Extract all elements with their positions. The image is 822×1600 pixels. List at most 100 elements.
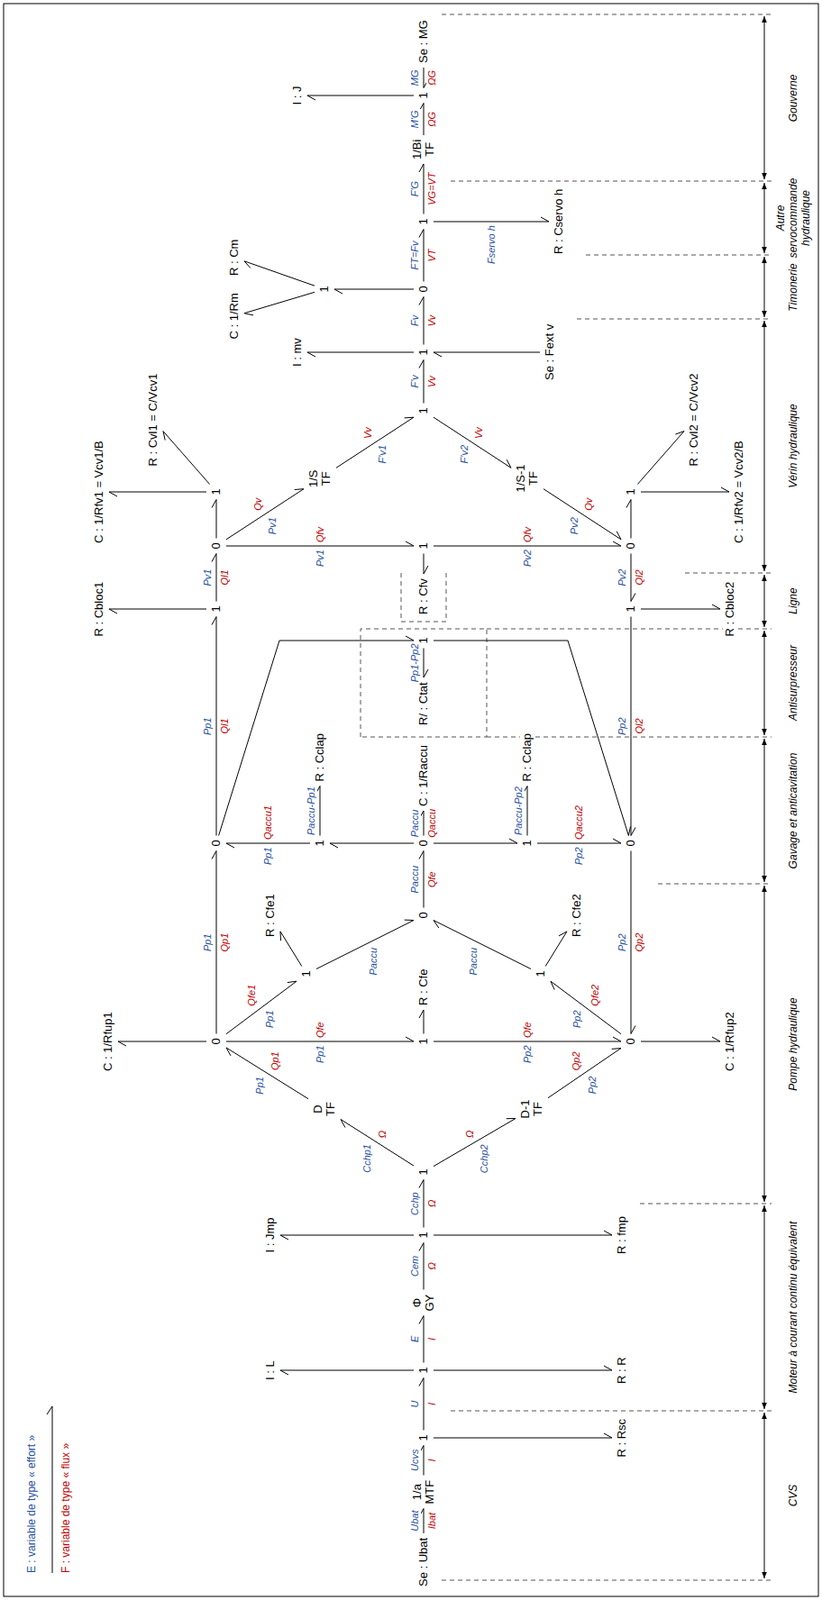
flow-label: Ql1 [219,717,231,735]
flow-label: Vv [426,314,439,329]
bond-line [433,1041,622,1043]
element-text: 1 [624,605,638,612]
bond-line [340,1120,414,1168]
effort-label: Cem [409,1255,421,1279]
effort-label: Cchp2 [478,1143,491,1175]
element-text: 1 [417,218,430,225]
element-text: 1 [313,840,327,847]
half-arrow [244,261,251,269]
half-arrow [721,487,730,493]
half-arrow [334,289,343,294]
bond-line [319,786,321,837]
half-arrow [612,1037,622,1042]
bond-element: 1 [416,216,431,227]
bond-line [280,931,302,968]
effort-label: Pp1 [264,1009,276,1030]
bond [334,289,414,294]
bond [340,1120,414,1168]
bond-element: 1 [416,540,431,551]
bond [433,839,518,844]
element-text: R : Cfe [417,969,430,1006]
bond [423,648,429,679]
half-arrow [612,541,622,547]
element-text: 1 [417,1367,430,1374]
half-arrow [506,1118,516,1120]
effort-label: Ucvs [409,1449,421,1473]
half-arrow [419,164,424,173]
frame [3,3,819,1598]
effort-label: Pp1 [201,932,214,953]
element-text: 1 [417,542,430,549]
half-arrow [211,851,217,860]
element-text: I : L [264,1360,277,1381]
effort-label: Paccu [367,947,380,978]
element-text: MTF [423,1480,437,1506]
bond-line [423,1379,425,1432]
bond-element: R/ : Ctat [416,680,431,728]
half-arrow [404,920,414,922]
bond-line [423,164,425,215]
half-arrow [433,352,442,357]
flow-label: Qfe2 [589,984,602,1008]
bond-line [423,1010,425,1035]
flow-label: Ql2 [633,717,646,735]
element-text: 1 [417,1169,430,1176]
bond [550,981,622,1035]
bond-line [226,843,311,845]
effort-label: Fservo h [485,224,498,265]
bond-element: R : Cvl1 = C/Vcv1 [146,372,161,469]
element-text: R : fmp [615,1216,629,1255]
flow-label: Vv [426,374,439,389]
bond-element: 1 [623,486,639,497]
bond-element: C : 1/Rfup1 [100,1010,116,1074]
bond-element: R : fmp [614,1214,630,1257]
section-separators [360,14,772,1581]
flow-label: Qp1 [269,1050,282,1072]
bond-element: R : R [614,1355,630,1387]
bond-element: 1 [416,1230,431,1241]
bond-element: 1 [312,838,328,849]
bond-element: 1/S-1TF [513,462,541,494]
element-text: R : Cbloc2 [723,582,737,638]
bond-element: 0 [416,910,431,921]
element-text: 0 [624,1038,638,1045]
bond [423,554,429,576]
half-arrow [419,229,424,238]
half-arrow [712,604,721,610]
bond-line [244,261,315,286]
bond-element: 1 [317,283,332,294]
element-text: R : Rsc [615,1419,629,1459]
element-text: 1 [534,970,548,978]
bond-line [630,554,632,603]
element-text: 1 [624,488,638,495]
effort-label: Ubat [409,1510,421,1534]
bond [244,292,315,316]
element-text: R : Cvl2 = C/Vcv2 [687,374,701,467]
half-arrow [628,826,631,836]
bond-element: 1 [416,1433,431,1444]
half-arrow [616,531,622,540]
flow-label: Qv [583,497,595,512]
bond-element: 0 [623,540,639,551]
section-label: Moteur à courant continu équivalent [786,1217,800,1398]
flow-label: Qfe [521,1021,534,1040]
bond [316,920,414,969]
half-arrow [307,95,316,101]
element-text: R : Cfe1 [264,894,277,938]
bond-element: 1 [209,603,224,614]
bond-element: DTF [310,1100,338,1119]
bond-line [423,67,425,89]
bond-line [423,360,425,404]
half-arrow [405,1037,414,1042]
half-arrow [675,431,685,436]
element-text: 1 [417,91,430,99]
effort-label: M'G [409,109,421,129]
section-label: Ligne [786,575,800,627]
effort-label: Pp1 [262,846,274,867]
half-arrow [423,566,429,575]
effort-label: Pp2 [616,716,629,737]
half-arrow [287,981,297,983]
bond-line [226,981,297,1035]
bond-line [433,546,622,548]
half-arrow [280,1235,289,1241]
